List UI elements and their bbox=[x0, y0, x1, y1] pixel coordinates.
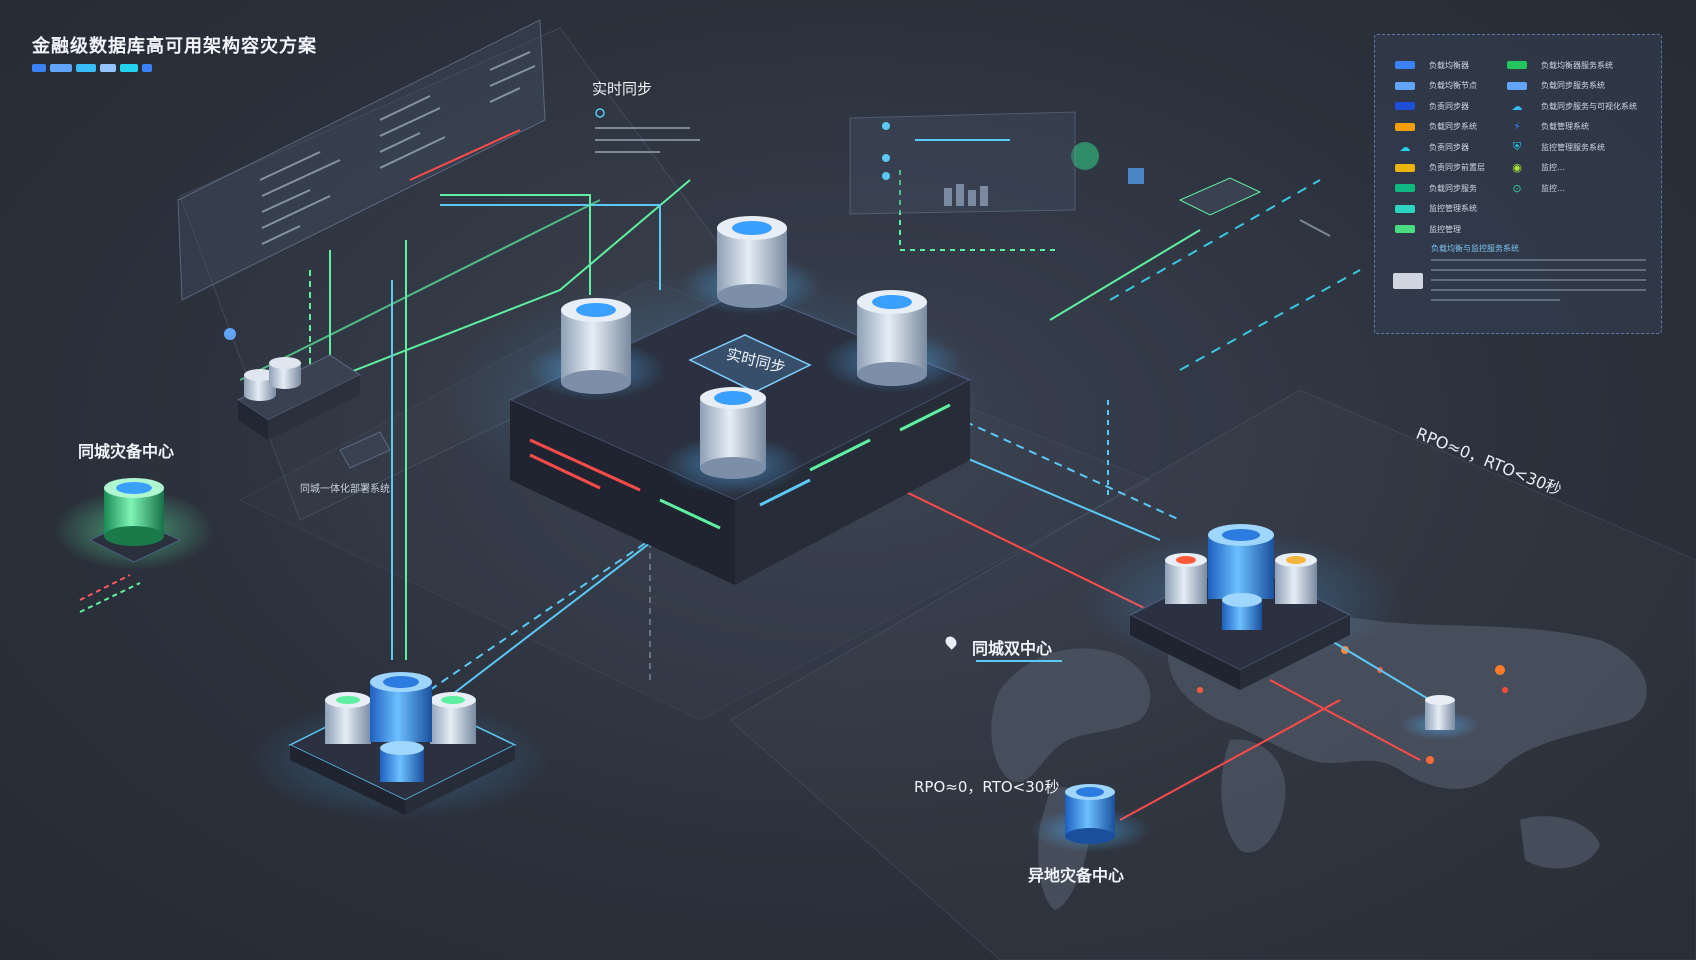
legend-text-line bbox=[1431, 279, 1646, 281]
title-accent-segment bbox=[100, 64, 116, 72]
legend-item: 负载均衡器 bbox=[1395, 55, 1485, 76]
legend-item: 负责同步前置层 bbox=[1395, 158, 1485, 179]
legend-text-line bbox=[1431, 269, 1646, 271]
legend-column-right: 负载均衡器服务系统 负载同步服务系统 ☁ 负载同步服务与可视化系统 ⚡ 负载管理系统… bbox=[1507, 55, 1637, 199]
title-accent-segment bbox=[32, 64, 46, 72]
legend-item: 负载均衡节点 bbox=[1395, 76, 1485, 97]
page-title: 金融级数据库高可用架构容灾方案 bbox=[32, 36, 317, 57]
db-cylinder-front bbox=[663, 387, 803, 495]
legend-item: 负责同步器 bbox=[1395, 96, 1485, 117]
legend-item: ⊙ 监控… bbox=[1507, 178, 1637, 199]
legend-swatch bbox=[1395, 122, 1415, 131]
legend-item-label: 负责同步前置层 bbox=[1429, 163, 1485, 173]
title-accent-segment bbox=[76, 64, 96, 72]
legend-swatch bbox=[1395, 61, 1415, 70]
db-cylinder-right bbox=[822, 290, 962, 392]
legend-item: 监控管理 bbox=[1395, 219, 1485, 240]
title-accent-segment bbox=[50, 64, 72, 72]
title-accent-segment bbox=[142, 64, 152, 72]
server-rack-left bbox=[224, 328, 391, 469]
legend-swatch bbox=[1395, 81, 1415, 90]
cluster-same-city-dual bbox=[1080, 524, 1400, 690]
cloud-icon: ☁ bbox=[1399, 140, 1411, 154]
location-icon: ⊙ bbox=[1512, 181, 1522, 195]
legend-column-left: 负载均衡器 负载均衡节点 负责同步器 负载同步系统 ☁ 负责同步器 负责同步前置层… bbox=[1395, 55, 1485, 240]
legend-item-label: 负载同步服务 bbox=[1429, 183, 1477, 193]
legend-swatch bbox=[1395, 184, 1415, 193]
legend-item-label: 负载管理系统 bbox=[1541, 122, 1589, 132]
title-accent-bar bbox=[32, 64, 317, 72]
legend-item: ☁ 负责同步器 bbox=[1395, 137, 1485, 158]
legend-text-line bbox=[1431, 289, 1646, 291]
legend-item-label: 负载同步服务与可视化系统 bbox=[1541, 101, 1637, 111]
cluster-bottom-left bbox=[250, 672, 550, 820]
legend-item-label: 监控管理 bbox=[1429, 224, 1461, 234]
db-cylinder-left bbox=[526, 298, 666, 400]
db-cylinder-top bbox=[682, 216, 822, 315]
sync-detail-lines bbox=[595, 127, 700, 153]
legend-item-label: 监控… bbox=[1541, 183, 1565, 193]
legend-item: 负载均衡器服务系统 bbox=[1507, 55, 1637, 76]
legend-description-lines bbox=[1431, 259, 1646, 309]
legend-item: 负载同步服务系统 bbox=[1507, 76, 1637, 97]
legend-item-label: 负载同步服务系统 bbox=[1541, 81, 1605, 91]
remote-backup-label: 异地灾备中心 bbox=[1028, 866, 1125, 885]
legend-item-label: 负责同步器 bbox=[1429, 101, 1469, 111]
rpo-rto-label: RPO≈0，RTO<30秒 bbox=[914, 778, 1060, 796]
lightning-icon: ⚡ bbox=[1513, 120, 1521, 134]
side-note-label: 同城一体化部署系统 bbox=[300, 484, 390, 495]
left-monitor-panel bbox=[177, 19, 546, 301]
legend-item-label: 负责同步器 bbox=[1429, 142, 1469, 152]
legend-item-label: 负载均衡节点 bbox=[1429, 81, 1477, 91]
top-right-status-module bbox=[1071, 142, 1331, 237]
node-same-city-backup bbox=[54, 478, 214, 570]
legend-item-label: 监控管理系统 bbox=[1429, 204, 1477, 214]
same-city-backup-label: 同城灾备中心 bbox=[78, 442, 175, 461]
legend-item-label: 负载均衡器服务系统 bbox=[1541, 60, 1613, 70]
legend-item: 监控管理系统 bbox=[1395, 199, 1485, 220]
shield-icon: ⛨ bbox=[1512, 140, 1522, 154]
legend-item: 负载同步系统 bbox=[1395, 117, 1485, 138]
sync-indicator-icon bbox=[595, 108, 605, 118]
same-city-dual-label: 同城双中心 bbox=[972, 639, 1053, 658]
ground-plane-right bbox=[729, 389, 1696, 960]
legend-item: ◉ 监控… bbox=[1507, 158, 1637, 179]
legend-swatch bbox=[1395, 102, 1415, 111]
node-far-right bbox=[1400, 695, 1480, 740]
sync-info-panel bbox=[849, 111, 1076, 215]
legend-swatch bbox=[1395, 204, 1415, 213]
cloud-icon: ☁ bbox=[1511, 99, 1523, 113]
legend-swatch bbox=[1507, 61, 1527, 70]
legend-item: ⚡ 负载管理系统 bbox=[1507, 117, 1637, 138]
legend-swatch bbox=[1395, 225, 1415, 234]
node-remote-backup bbox=[1030, 784, 1150, 852]
legend-swatch bbox=[1395, 163, 1415, 172]
legend-item-label: 负载同步系统 bbox=[1429, 122, 1477, 132]
legend-item-label: 负载均衡器 bbox=[1429, 60, 1469, 70]
legend-text-line bbox=[1431, 259, 1646, 261]
same-city-dual-underline bbox=[976, 660, 1062, 662]
legend-swatch bbox=[1507, 81, 1527, 90]
legend-item: ☁ 负载同步服务与可视化系统 bbox=[1507, 96, 1638, 117]
legend-text-line bbox=[1431, 299, 1560, 301]
legend-thumbnail-icon bbox=[1393, 273, 1423, 289]
legend-item: 负载同步服务 bbox=[1395, 178, 1485, 199]
legend-panel: 负载均衡器 负载均衡节点 负责同步器 负载同步系统 ☁ 负责同步器 负责同步前置层… bbox=[1374, 34, 1662, 334]
eye-icon: ◉ bbox=[1512, 161, 1522, 175]
realtime-sync-label-top: 实时同步 bbox=[592, 80, 653, 98]
title-accent-segment bbox=[120, 64, 138, 72]
legend-subtitle: 负载均衡与监控服务系统 bbox=[1431, 244, 1519, 253]
legend-item-label: 监控… bbox=[1541, 163, 1565, 173]
legend-item: ⛨ 监控管理服务系统 bbox=[1507, 137, 1637, 158]
legend-item-label: 监控管理服务系统 bbox=[1541, 142, 1605, 152]
title-block: 金融级数据库高可用架构容灾方案 bbox=[32, 32, 317, 72]
